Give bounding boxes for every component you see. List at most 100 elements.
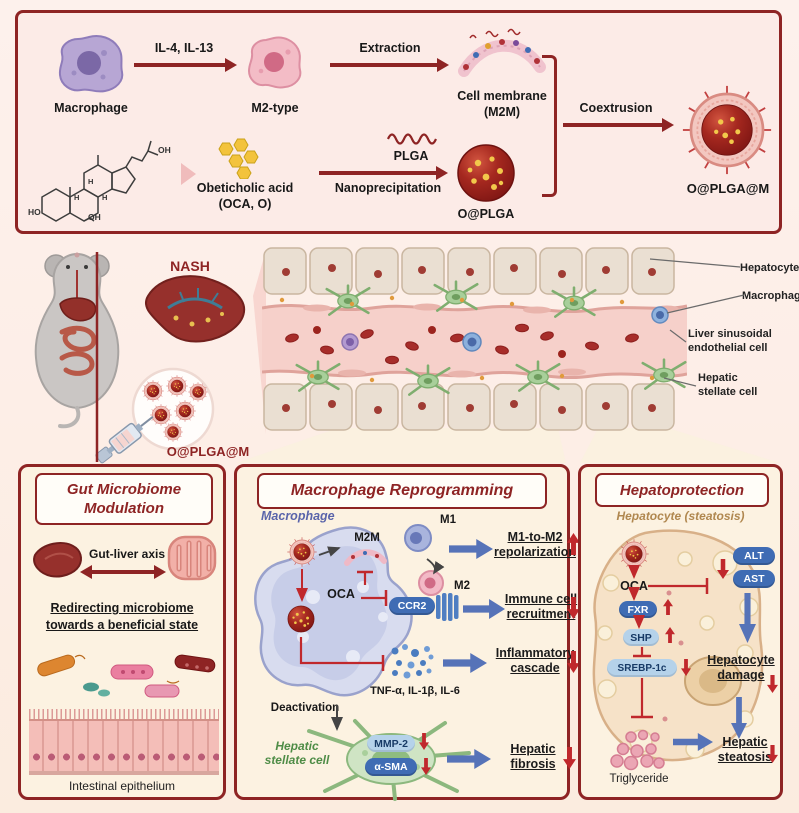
outcome-fibrosis-line2: fibrosis: [510, 757, 556, 771]
mmp2-down-arrow: [419, 733, 429, 750]
bracket: [542, 55, 557, 197]
cytokine-dots-icon: [391, 644, 434, 679]
epithelium-brush-border: [29, 709, 219, 719]
asma-badge: α-SMA: [365, 758, 417, 776]
m1-cell-icon: [404, 524, 432, 552]
intestinal-epithelium-label: Intestinal epithelium: [68, 779, 176, 793]
outcome-fibrosis-line1: Hepatic: [510, 742, 556, 756]
asma-down-arrow: [421, 758, 431, 775]
srebp-badge: SREBP-1c: [607, 659, 677, 677]
oca-label-hepato: OCA: [620, 579, 648, 593]
chem-ho: HO: [28, 207, 41, 217]
oca-label-repro: OCA: [327, 587, 355, 601]
outcome-damage-line1: Hepatocyte: [707, 653, 775, 667]
plga-label: PLGA: [393, 149, 429, 163]
m2-label: M2: [454, 580, 470, 592]
legend-lsec-line1: Liver sinusoidal: [688, 328, 772, 340]
oca-name-label-1: Obeticholic acid: [196, 181, 294, 195]
gut-liver-icon: [33, 542, 82, 578]
reprogramming-panel-title: Macrophage Reprogramming: [257, 473, 547, 509]
cell-membrane-label-2: (M2M): [483, 105, 521, 119]
outcome-immune-line2: recruitment: [506, 607, 576, 621]
m1-label: M1: [440, 514, 456, 526]
nanoprecipitation-label: Nanoprecipitation: [334, 181, 442, 195]
outcome-repolarization-line2: repolarization: [494, 545, 576, 559]
pointer-triangle: [181, 163, 196, 185]
macrophage-cell-icon: [58, 35, 124, 93]
redirect-line2: towards a beneficial state: [45, 618, 199, 632]
oca-skeleton-icon: [41, 140, 159, 222]
injection-oplgam-label: O@PLGA@M: [166, 444, 250, 459]
legend-macrophage: Macrophage: [742, 290, 799, 302]
outcome-damage-line2: damage: [717, 668, 765, 682]
nash-label: NASH: [170, 258, 210, 274]
syringe-icon: [95, 416, 154, 464]
legend-hsc-line1: Hepatic: [698, 372, 738, 384]
bacteria-icons: [37, 654, 216, 698]
outcome-inflammatory-line1: Inflammatory: [495, 646, 575, 660]
deactivation-label: Deactivation: [270, 702, 340, 714]
gut-title-line1: Gut Microbiome: [66, 481, 182, 498]
outcome-immune: Immune cell recruitment: [495, 592, 587, 622]
outcome-fibrosis: Hepatic fibrosis: [489, 742, 577, 772]
extraction-arrow-label: Extraction: [359, 41, 421, 55]
shp-up-arrow: [665, 627, 675, 643]
plga-squiggle-icon: [386, 133, 438, 145]
gut-panel: Gut Microbiome Modulation Gut-liver axis…: [18, 464, 226, 800]
outcome-repolarization-line1: M1-to-M2: [507, 530, 563, 544]
coextrusion-label: Coextrusion: [579, 101, 653, 115]
m2-cell-icon: [247, 36, 302, 89]
oplga-label: O@PLGA: [457, 207, 515, 221]
outcome-repolarization: M1-to-M2 repolarization: [487, 530, 583, 560]
outcome-damage: Hepatocyte damage: [697, 653, 785, 683]
nanoprecipitation-arrow: [319, 166, 448, 179]
alt-badge: ALT: [733, 547, 775, 565]
hepatocyte-cell-label: Hepatocyte (steatosis): [616, 509, 745, 523]
fxr-up-arrow: [663, 599, 673, 615]
srebp-down-arrow: [681, 659, 691, 676]
oplgam-label: O@PLGA@M: [686, 181, 770, 196]
legend-hsc-line2: stellate cell: [698, 386, 758, 398]
outcome-immune-line1: Immune cell: [504, 592, 578, 606]
macrophage-label: Macrophage: [54, 101, 128, 115]
epithelium-basement: [29, 771, 219, 775]
gut-panel-title: Gut Microbiome Modulation: [35, 473, 213, 525]
outcome-inflammatory: Inflammatory cascade: [487, 646, 583, 676]
hepatoprotection-panel-title: Hepatoprotection: [595, 473, 769, 507]
outcome-steatosis: Hepatic steatosis: [705, 735, 785, 765]
macrophage-cell-label: Macrophage: [261, 509, 335, 523]
cell-membrane-icon: [458, 28, 546, 77]
chem-oh-acid: OH: [158, 145, 171, 155]
hepatoprotection-panel: Hepatoprotection Hepatocyte (steatosis) …: [578, 464, 783, 800]
damage-down-arrow: [767, 675, 778, 693]
hsc-label-line1: Hepatic: [275, 739, 319, 753]
legend-hepatocyte: Hepatocyte: [740, 262, 799, 274]
m2m-membrane-icon: [344, 549, 387, 566]
triglyceride-label: Triglyceride: [609, 773, 669, 785]
gut-title-line2: Modulation: [84, 500, 164, 517]
fxr-badge: FXR: [619, 601, 657, 618]
outcome-steatosis-line2: steatosis: [717, 750, 773, 764]
ccr2-receptor-icon: [436, 593, 459, 621]
intestine-icon: [167, 535, 217, 581]
il-arrow: [134, 58, 237, 71]
oca-name-label-2: (OCA, O): [218, 197, 272, 211]
legend-hsc: Hepatic stellate cell: [698, 371, 757, 399]
m2-type-label: M2-type: [251, 101, 299, 115]
oplgam-particle-icon: [682, 85, 772, 175]
hepatoprotection-connectors: [628, 565, 709, 719]
shp-badge: SHP: [623, 629, 659, 646]
chem-h3: H: [102, 193, 108, 202]
il-arrow-label: IL-4, IL-13: [154, 41, 214, 55]
hsc-label: Hepatic stellate cell: [251, 739, 343, 767]
extraction-arrow: [330, 58, 449, 71]
gut-liver-axis-arrow: [80, 565, 166, 578]
mmp2-badge: MMP-2: [367, 735, 415, 752]
liver-illustration: [144, 275, 246, 343]
coextrusion-arrow: [563, 118, 674, 131]
gut-liver-axis-label: Gut-liver axis: [88, 547, 166, 561]
sinusoid-illustration: [262, 247, 687, 431]
synthesis-panel: Macrophage IL-4, IL-13 M2-type Extractio…: [15, 10, 782, 234]
reprogramming-panel: Macrophage Reprogramming Macrophage M2M …: [234, 464, 580, 801]
